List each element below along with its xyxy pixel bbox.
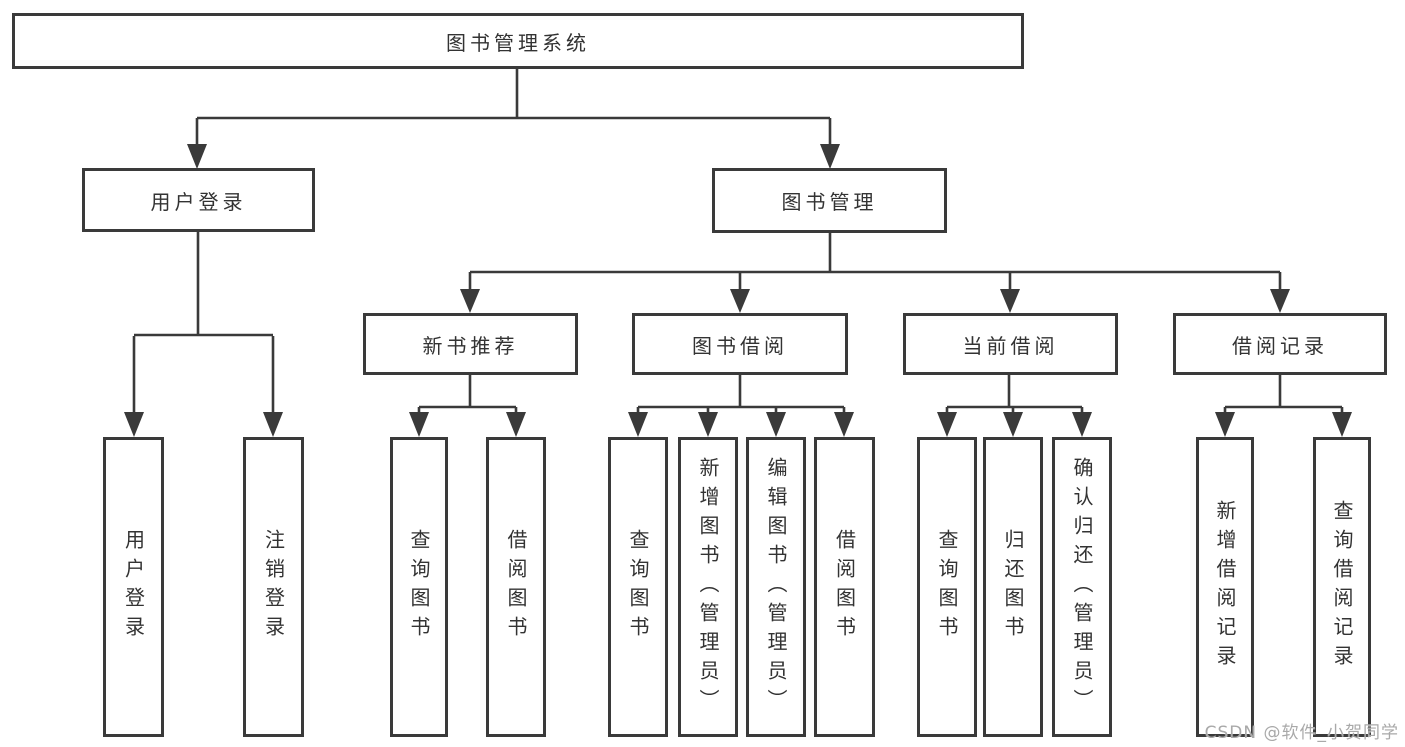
leaf-return-books: 归还图书 xyxy=(983,437,1043,737)
leaf-borrow-books: 借阅图书 xyxy=(814,437,875,737)
leaf-borrow-books-recommend-label: 借阅图书 xyxy=(504,529,528,645)
leaf-return-books-label: 归还图书 xyxy=(1001,529,1025,645)
leaf-user-login: 用户登录 xyxy=(103,437,164,737)
leaf-query-books-current: 查询图书 xyxy=(917,437,977,737)
leaf-query-books-recommend: 查询图书 xyxy=(390,437,448,737)
leaf-logout-login: 注销登录 xyxy=(243,437,304,737)
leaf-add-books-admin-label: 新增图书（管理员） xyxy=(696,456,720,718)
leaf-query-books-current-label: 查询图书 xyxy=(935,529,959,645)
node-user-login-label: 用户登录 xyxy=(150,189,247,214)
node-root: 图书管理系统 xyxy=(12,13,1024,69)
node-current-borrowing-label: 当前借阅 xyxy=(962,333,1059,358)
leaf-user-login-label: 用户登录 xyxy=(121,529,146,645)
node-book-borrowing: 图书借阅 xyxy=(632,313,848,375)
leaf-borrow-books-recommend: 借阅图书 xyxy=(486,437,546,737)
leaf-query-books-borrow: 查询图书 xyxy=(608,437,668,737)
node-user-login: 用户登录 xyxy=(82,168,315,232)
leaf-confirm-return-admin-label: 确认归还（管理员） xyxy=(1070,456,1094,718)
node-borrowing-records: 借阅记录 xyxy=(1173,313,1387,375)
node-new-book-recommendation-label: 新书推荐 xyxy=(422,333,519,358)
leaf-query-books-recommend-label: 查询图书 xyxy=(407,529,431,645)
leaf-edit-books-admin: 编辑图书（管理员） xyxy=(746,437,806,737)
leaf-add-borrow-record-label: 新增借阅记录 xyxy=(1213,500,1237,674)
node-book-borrowing-label: 图书借阅 xyxy=(692,333,788,358)
leaf-edit-books-admin-label: 编辑图书（管理员） xyxy=(764,456,788,718)
connector-line-set xyxy=(132,69,1344,415)
leaf-query-borrow-record: 查询借阅记录 xyxy=(1313,437,1371,737)
leaf-add-books-admin: 新增图书（管理员） xyxy=(678,437,738,737)
node-new-book-recommendation: 新书推荐 xyxy=(363,313,578,375)
leaf-query-books-borrow-label: 查询图书 xyxy=(626,529,650,645)
leaf-logout-login-label: 注销登录 xyxy=(261,529,286,645)
leaf-confirm-return-admin: 确认归还（管理员） xyxy=(1052,437,1112,737)
node-borrowing-records-label: 借阅记录 xyxy=(1232,333,1328,358)
leaf-borrow-books-label: 借阅图书 xyxy=(832,529,857,645)
leaf-query-borrow-record-label: 查询借阅记录 xyxy=(1330,500,1354,674)
leaf-add-borrow-record: 新增借阅记录 xyxy=(1196,437,1254,737)
arrowhead-set xyxy=(124,144,1352,437)
node-root-label: 图书管理系统 xyxy=(446,30,590,55)
node-book-management-label: 图书管理 xyxy=(781,190,878,214)
node-current-borrowing: 当前借阅 xyxy=(903,313,1118,375)
csdn-watermark: CSDN @软件_小贺同学 xyxy=(1204,723,1399,743)
node-book-management: 图书管理 xyxy=(712,168,947,233)
